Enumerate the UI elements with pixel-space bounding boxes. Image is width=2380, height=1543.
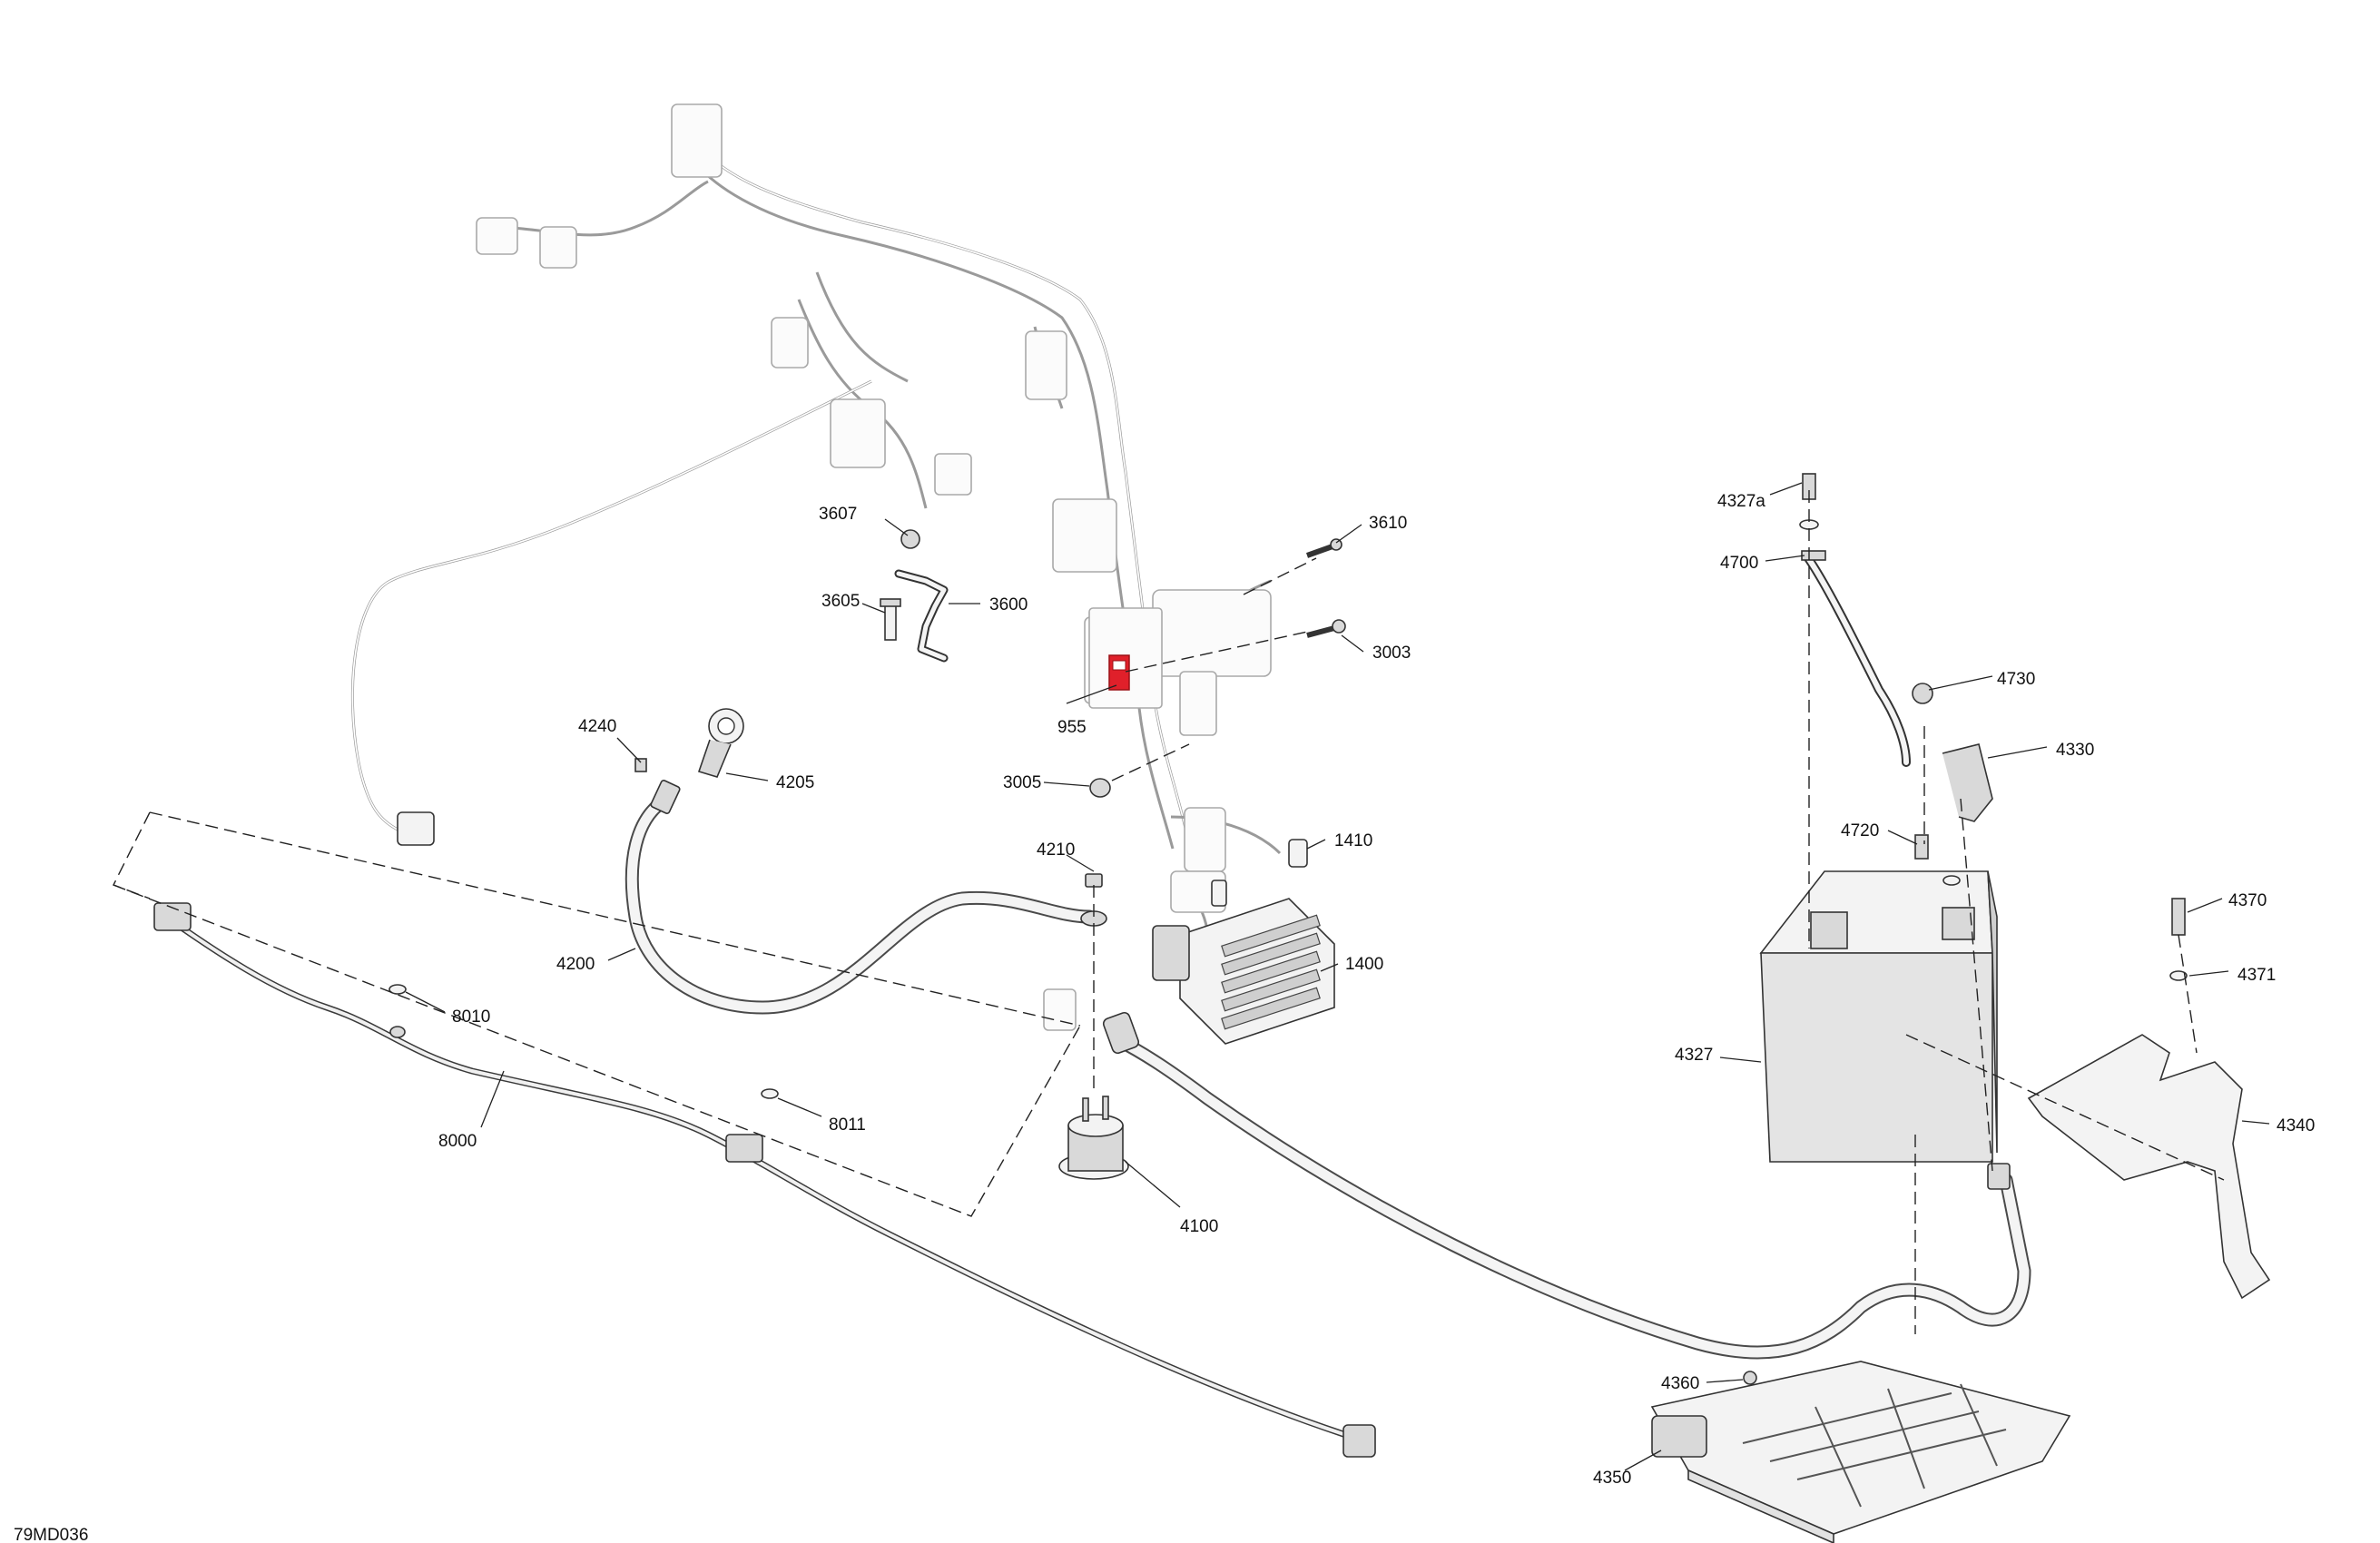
label-4350: 4350	[1593, 1469, 1631, 1488]
label-4330: 4330	[2056, 741, 2094, 760]
screw-4360-icon	[1743, 1371, 1757, 1385]
bolt-4370-icon	[2171, 898, 2186, 936]
label-955: 955	[1057, 718, 1087, 737]
battery-4327	[1759, 870, 1998, 1163]
harness-8000	[153, 902, 1376, 1458]
screw-4240-icon	[634, 758, 647, 772]
label-3600: 3600	[989, 595, 1028, 614]
washer-4371-icon	[2169, 970, 2188, 981]
battery-positive-cable	[1102, 1011, 2031, 1360]
terminal-4205	[634, 708, 744, 778]
label-3005: 3005	[1003, 773, 1041, 792]
label-3605: 3605	[821, 592, 860, 611]
label-4730: 4730	[1997, 670, 2035, 689]
cable-4200	[625, 780, 1107, 1015]
screws-3610-3003-3005	[1089, 538, 1346, 798]
fuse-holder-955	[1088, 607, 1163, 709]
voltage-regulator-1400	[1085, 839, 1335, 1045]
screw-1410-icon	[1288, 839, 1308, 868]
ground-strap-3600	[880, 529, 949, 663]
label-4100: 4100	[1180, 1217, 1218, 1236]
label-4240: 4240	[578, 717, 616, 736]
clip-8010-icon	[388, 984, 407, 995]
label-8000: 8000	[438, 1132, 477, 1151]
nut-3005-icon	[1089, 778, 1111, 798]
label-4205: 4205	[776, 773, 814, 792]
label-4327: 4327	[1675, 1046, 1713, 1065]
label-4340: 4340	[2277, 1116, 2315, 1135]
label-4720: 4720	[1841, 821, 1879, 840]
label-8011: 8011	[829, 1115, 866, 1135]
label-1410: 1410	[1334, 831, 1372, 850]
bracket-4340	[2027, 898, 2271, 1300]
nut-4210-icon	[1085, 873, 1103, 888]
label-1400: 1400	[1345, 955, 1383, 974]
label-4370: 4370	[2228, 891, 2267, 910]
clip-8011-icon	[761, 1088, 779, 1099]
label-4210: 4210	[1037, 840, 1075, 860]
nut-4730-icon	[1912, 683, 1933, 704]
starter-solenoid-4100	[1058, 1096, 1129, 1180]
leader-lines	[405, 482, 2270, 1471]
part-labels: 3607 3605 3600 3610 3003 955 3005 4240 4…	[14, 492, 2315, 1543]
diagram-code: 79MD036	[14, 1526, 88, 1543]
label-4327a: 4327a	[1717, 492, 1765, 511]
label-3607: 3607	[819, 505, 857, 524]
label-4371: 4371	[2237, 966, 2276, 985]
battery-tray-4350	[1650, 1361, 2071, 1543]
label-3610: 3610	[1369, 514, 1407, 533]
assembly-outline-dashed	[113, 557, 1317, 1217]
bolt-4720-icon	[1914, 834, 1929, 860]
screw-3605-icon	[884, 603, 897, 641]
main-wiring-harness	[350, 103, 1282, 1031]
label-4200: 4200	[556, 955, 595, 974]
label-4700: 4700	[1720, 554, 1758, 573]
terminal-cover-4330-icon	[1942, 743, 1993, 822]
label-4360: 4360	[1661, 1374, 1699, 1393]
battery-alignment-dashed	[1808, 490, 2225, 1334]
battery-hardware	[1799, 473, 1993, 886]
label-8010: 8010	[452, 1007, 490, 1027]
label-3003: 3003	[1372, 644, 1411, 663]
